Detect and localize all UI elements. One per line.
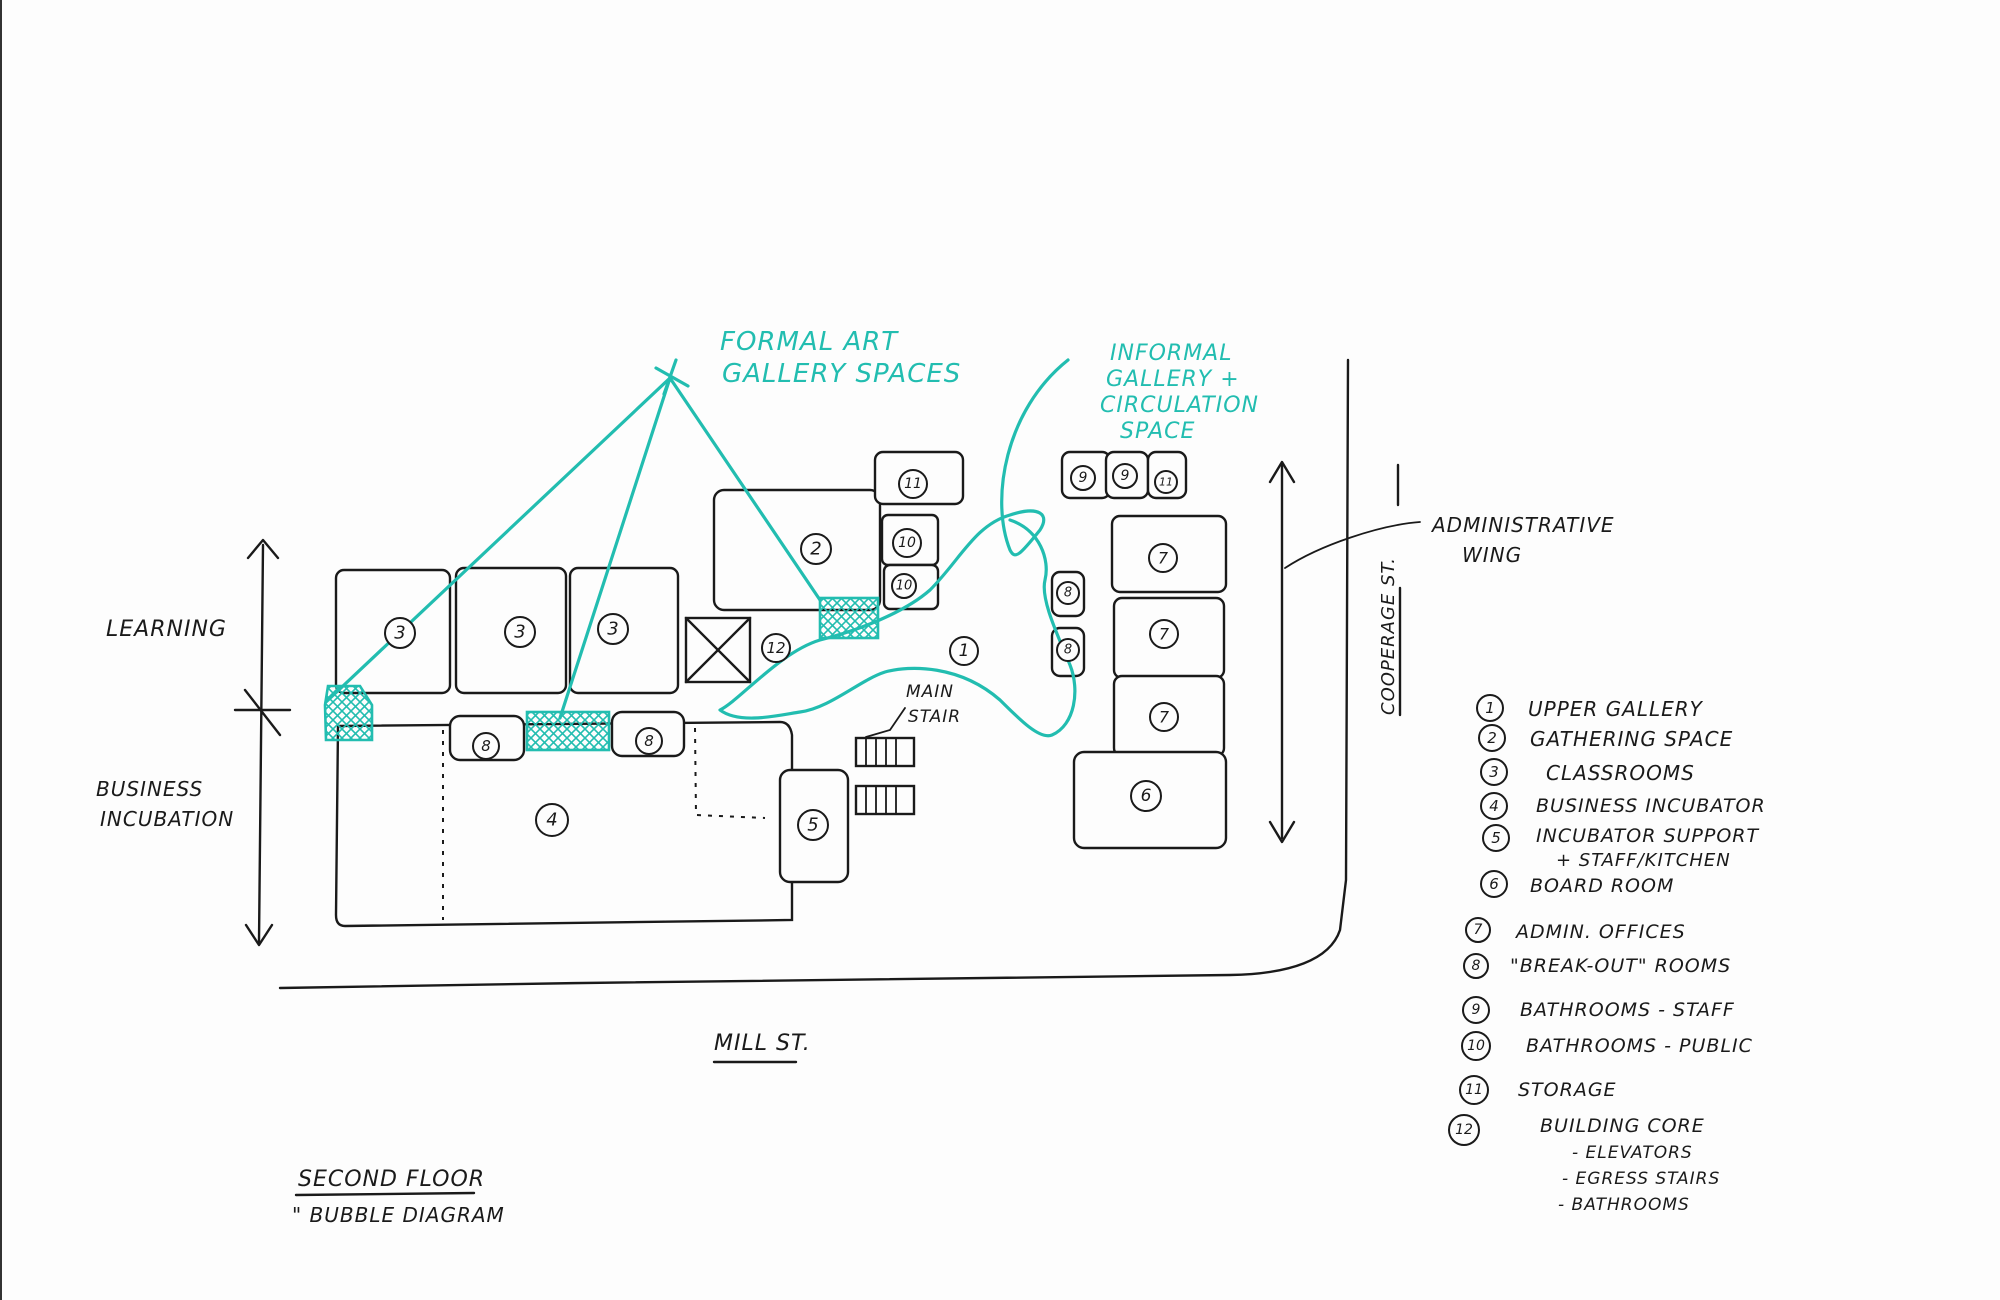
svg-text:4: 4	[1489, 797, 1499, 815]
legend-item: 5 INCUBATOR SUPPORT + STAFF/KITCHEN	[1482, 824, 1759, 871]
svg-text:10: 10	[898, 535, 916, 551]
main-stair	[854, 707, 916, 816]
svg-text:6: 6	[1489, 875, 1499, 893]
svg-text:BOARD ROOM: BOARD ROOM	[1530, 875, 1674, 897]
gathering-space-room	[712, 488, 882, 612]
dimension-arrows	[233, 460, 1421, 947]
svg-text:7: 7	[1158, 549, 1169, 568]
main-stair-label-line1: MAIN	[906, 682, 954, 702]
svg-text:2: 2	[1487, 729, 1497, 747]
svg-text:BATHROOMS - PUBLIC: BATHROOMS - PUBLIC	[1526, 1035, 1753, 1057]
svg-text:7: 7	[1474, 922, 1483, 938]
svg-text:8: 8	[1064, 643, 1072, 658]
svg-text:GATHERING SPACE: GATHERING SPACE	[1530, 727, 1733, 751]
svg-text:11: 11	[1159, 476, 1173, 489]
svg-text:4: 4	[546, 810, 557, 831]
svg-text:7: 7	[1159, 625, 1170, 644]
formal-gallery-label-line1: FORMAL ART	[720, 327, 899, 357]
svg-text:9: 9	[1472, 1002, 1481, 1018]
svg-text:ADMIN. OFFICES: ADMIN. OFFICES	[1514, 921, 1686, 943]
svg-text:10: 10	[1467, 1038, 1485, 1054]
svg-text:- ELEVATORS: - ELEVATORS	[1572, 1143, 1693, 1163]
svg-text:CLASSROOMS: CLASSROOMS	[1546, 761, 1695, 785]
learning-label: LEARNING	[106, 617, 227, 642]
svg-text:- BATHROOMS: - BATHROOMS	[1558, 1195, 1690, 1215]
svg-text:STORAGE: STORAGE	[1518, 1079, 1617, 1101]
formal-gallery-label-line2: GALLERY SPACES	[722, 359, 961, 389]
administrative-wing-label-line1: ADMINISTRATIVE	[1430, 513, 1615, 537]
svg-text:"BREAK-OUT" ROOMS: "BREAK-OUT" ROOMS	[1510, 955, 1731, 977]
svg-text:9: 9	[1121, 468, 1130, 484]
legend-item: 2 GATHERING SPACE	[1478, 724, 1733, 752]
drawing-title-line2: " BUBBLE DIAGRAM	[292, 1203, 505, 1227]
gallery-patch-east	[818, 596, 880, 640]
room-number-markers: 3 3 3 4 8 8 5 2 11 10 10 12 1 9 9 11 7 7…	[384, 463, 1179, 841]
svg-text:12: 12	[766, 639, 785, 657]
mill-street-label: MILL ST.	[714, 1031, 811, 1056]
building-core-box	[684, 616, 752, 684]
legend-item: 6 BOARD ROOM	[1480, 870, 1674, 898]
formal-gallery-leaders	[324, 358, 822, 720]
svg-text:3: 3	[394, 623, 405, 644]
svg-text:5: 5	[807, 815, 818, 836]
svg-text:BUILDING CORE: BUILDING CORE	[1540, 1115, 1705, 1137]
svg-text:12: 12	[1455, 1122, 1473, 1138]
svg-text:7: 7	[1159, 708, 1170, 727]
gallery-patch-west	[323, 684, 374, 742]
svg-text:1: 1	[959, 641, 970, 661]
informal-gallery-label-line2: GALLERY +	[1106, 367, 1240, 392]
svg-text:3: 3	[514, 622, 525, 643]
svg-text:5: 5	[1491, 829, 1501, 847]
business-incubation-label-line2: INCUBATION	[100, 807, 234, 831]
legend-item: 8 "BREAK-OUT" ROOMS	[1463, 953, 1731, 979]
svg-text:- EGRESS STAIRS: - EGRESS STAIRS	[1562, 1169, 1720, 1189]
svg-text:INCUBATOR SUPPORT: INCUBATOR SUPPORT	[1536, 825, 1759, 847]
legend-item: 12 BUILDING CORE - ELEVATORS - EGRESS ST…	[1448, 1114, 1720, 1215]
informal-gallery-label-line1: INFORMAL	[1110, 341, 1233, 366]
svg-text:9: 9	[1079, 470, 1088, 486]
legend-item: 1 UPPER GALLERY	[1476, 694, 1704, 722]
business-incubation-label-line1: BUSINESS	[96, 777, 203, 801]
street-edge-line	[278, 358, 1350, 990]
svg-text:UPPER GALLERY: UPPER GALLERY	[1528, 697, 1704, 721]
svg-text:8: 8	[1472, 958, 1481, 974]
legend-item: 10 BATHROOMS - PUBLIC	[1461, 1031, 1753, 1061]
main-stair-label-line2: STAIR	[908, 707, 961, 727]
administrative-wing-label-line2: WING	[1462, 543, 1522, 567]
svg-text:3: 3	[607, 619, 618, 640]
legend-item: 4 BUSINESS INCUBATOR	[1480, 792, 1766, 820]
svg-text:6: 6	[1141, 786, 1152, 806]
svg-text:2: 2	[810, 539, 821, 560]
cooperage-street-label: COOPERAGE ST.	[1378, 557, 1399, 715]
legend-item: 7 ADMIN. OFFICES	[1465, 917, 1686, 943]
legend-item: 9 BATHROOMS - STAFF	[1462, 996, 1735, 1024]
legend: 1 UPPER GALLERY 2 GATHERING SPACE 3 CLAS…	[1448, 694, 1766, 1215]
legend-item: 11 STORAGE	[1459, 1075, 1617, 1105]
svg-text:8: 8	[1064, 586, 1072, 601]
informal-gallery-bubble	[718, 358, 1077, 738]
svg-text:3: 3	[1489, 763, 1499, 781]
svg-text:8: 8	[481, 737, 491, 755]
gallery-patch-center	[525, 710, 611, 752]
drawing-title-line1: SECOND FLOOR	[298, 1167, 485, 1192]
informal-gallery-label-line3: CIRCULATION	[1100, 393, 1259, 418]
informal-gallery-label-line4: SPACE	[1120, 419, 1195, 444]
svg-text:8: 8	[644, 732, 654, 750]
svg-text:+ STAFF/KITCHEN: + STAFF/KITCHEN	[1556, 850, 1731, 871]
legend-item: 3 CLASSROOMS	[1480, 758, 1695, 786]
svg-text:BATHROOMS - STAFF: BATHROOMS - STAFF	[1520, 999, 1735, 1021]
svg-text:11: 11	[904, 476, 922, 492]
svg-text:10: 10	[896, 579, 913, 594]
svg-text:1: 1	[1485, 699, 1495, 717]
svg-text:BUSINESS INCUBATOR: BUSINESS INCUBATOR	[1536, 795, 1766, 817]
svg-text:11: 11	[1465, 1082, 1483, 1098]
